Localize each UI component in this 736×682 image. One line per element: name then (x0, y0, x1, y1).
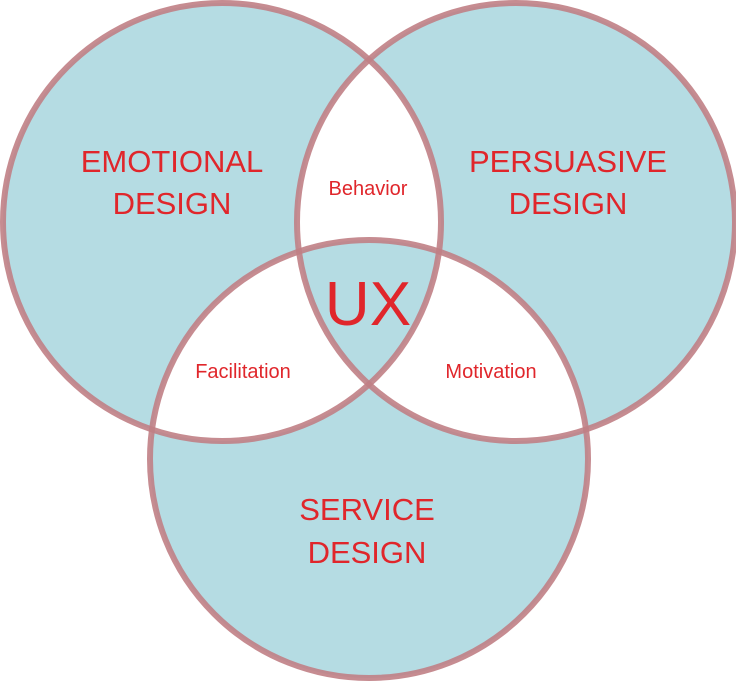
service-design-label-line1: SERVICE (299, 492, 435, 527)
persuasive-design-label-line2: DESIGN (509, 186, 628, 221)
facilitation-region (150, 240, 441, 441)
service-design-label-line2: DESIGN (308, 535, 427, 570)
persuasive-design-outline (294, 0, 736, 444)
emotional-design-label-line1: EMOTIONAL (81, 144, 264, 179)
motivation-region (297, 240, 588, 441)
emotional-design-label-line2: DESIGN (113, 186, 232, 221)
facilitation-label: Facilitation (195, 361, 291, 383)
service-design-outline (147, 237, 591, 681)
behavior-label: Behavior (329, 178, 408, 200)
emotional-design-outline (0, 0, 444, 444)
motivation-label: Motivation (445, 361, 536, 383)
persuasive-design-label-line1: PERSUASIVE (469, 144, 667, 179)
ux-label: UX (325, 270, 411, 339)
